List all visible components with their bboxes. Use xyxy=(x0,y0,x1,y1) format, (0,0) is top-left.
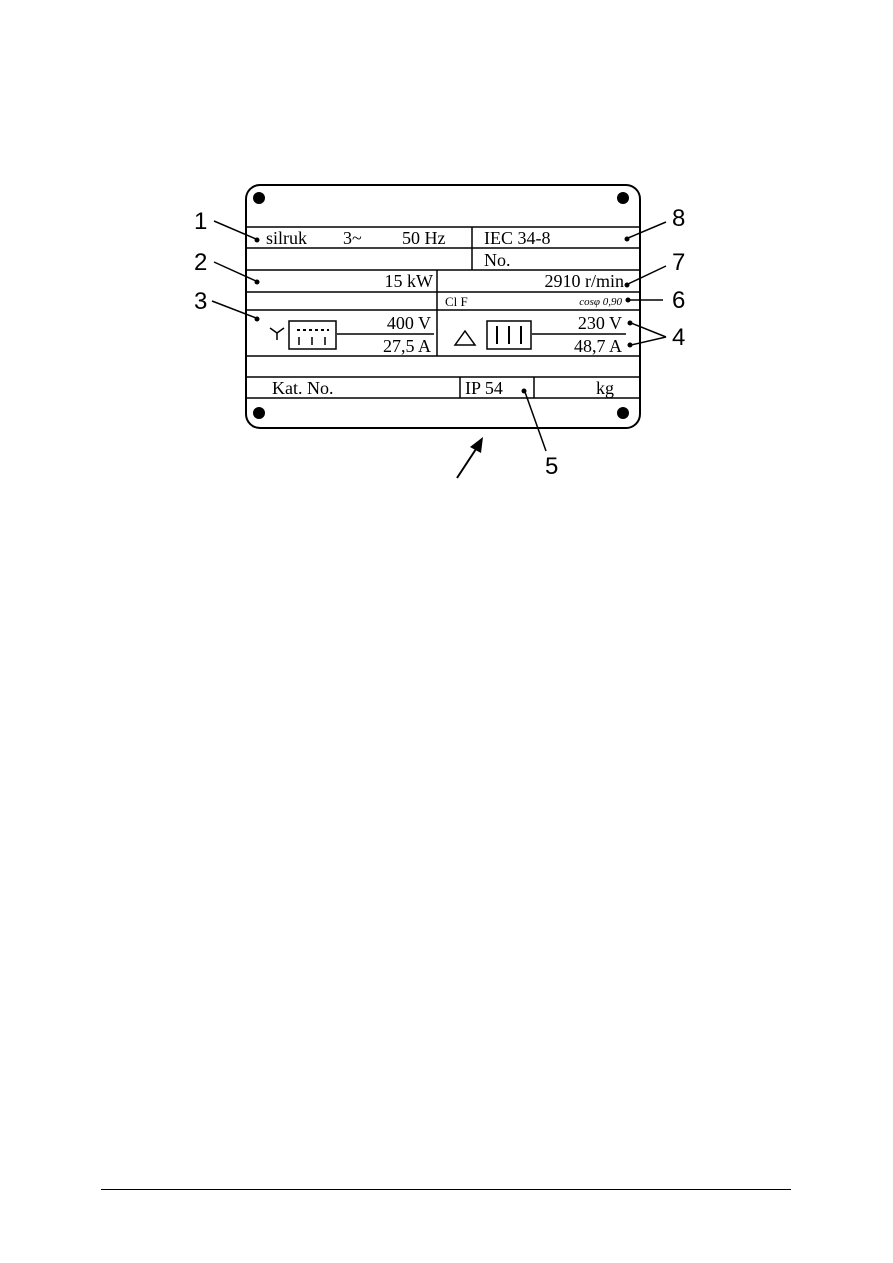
mounting-hole-bottom-right xyxy=(617,407,629,419)
serial-label: No. xyxy=(484,250,511,270)
delta-voltage-text: 230 V xyxy=(578,313,622,333)
power-factor-text: cosφ 0,90 xyxy=(579,296,622,308)
callout-dots xyxy=(254,236,633,394)
callout-5: 5 xyxy=(545,453,558,480)
star-terminal-box-icon xyxy=(288,320,337,350)
star-voltage-text: 400 V xyxy=(387,313,431,333)
mounting-hole-bottom-left xyxy=(253,407,265,419)
speed-text: 2910 r/min xyxy=(545,271,625,291)
callout-7: 7 xyxy=(672,249,685,276)
delta-symbol-icon xyxy=(453,329,477,346)
star-current-text: 27,5 A xyxy=(383,336,431,356)
catalog-label: Kat. No. xyxy=(272,378,334,398)
callout-2: 2 xyxy=(194,249,207,276)
nameplate-outline xyxy=(245,184,641,429)
callout-4: 4 xyxy=(672,324,685,351)
callout-8: 8 xyxy=(672,205,685,232)
insulation-class-text: Cl F xyxy=(445,294,468,309)
star-symbol-icon xyxy=(269,327,285,340)
callout-leaders xyxy=(211,220,667,452)
mounting-hole-top-left xyxy=(253,192,265,204)
callout-3: 3 xyxy=(194,288,207,315)
footer-divider xyxy=(101,1189,791,1190)
delta-current-text: 48,7 A xyxy=(574,336,622,356)
phase-text: 3~ xyxy=(343,228,362,248)
frequency-text: 50 Hz xyxy=(402,228,446,248)
power-text: 15 kW xyxy=(385,271,434,291)
nameplate-grid xyxy=(246,226,640,399)
protection-text: IP 54 xyxy=(465,378,503,398)
weight-unit-text: kg xyxy=(596,378,614,398)
standard-text: IEC 34-8 xyxy=(484,228,551,248)
pointer-arrow-icon xyxy=(456,437,483,479)
delta-terminal-box-icon xyxy=(486,320,532,350)
callout-1: 1 xyxy=(194,208,207,235)
manufacturer-text: silruk xyxy=(266,228,307,248)
mounting-hole-top-right xyxy=(617,192,629,204)
callout-6: 6 xyxy=(672,287,685,314)
